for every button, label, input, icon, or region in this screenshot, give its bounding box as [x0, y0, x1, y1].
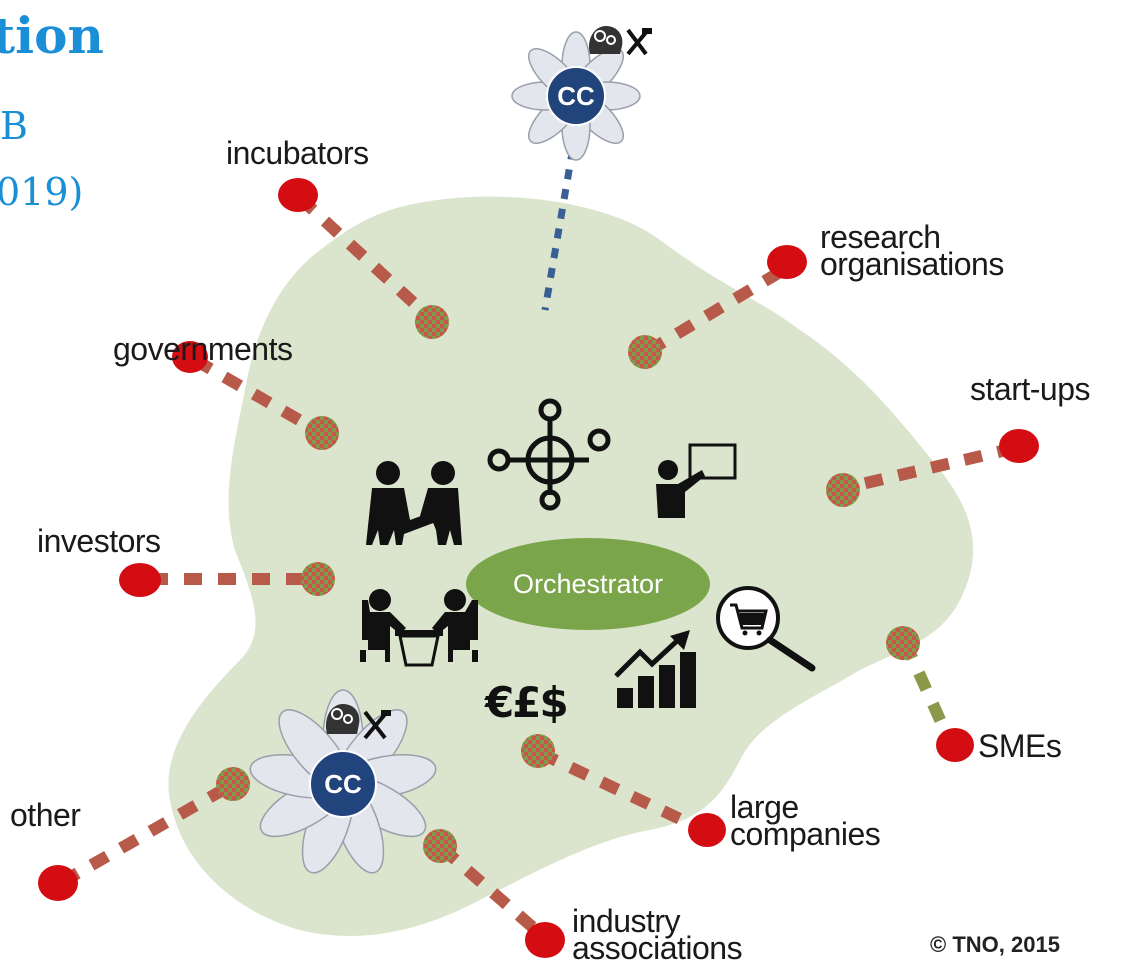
tools-icon: [626, 28, 652, 56]
tools-icon-bottom: [363, 710, 391, 740]
label-governments: governments: [113, 331, 293, 367]
node-incubators: [278, 178, 318, 212]
node-other: [38, 865, 78, 901]
line-large: [537, 747, 698, 832]
label-start-ups: start-ups: [970, 371, 1090, 407]
node-smes: [936, 728, 974, 762]
orchestrator-ellipse: [466, 538, 710, 630]
cc-flower-top: [511, 31, 641, 161]
label-investors: investors: [37, 523, 161, 559]
line-governments: [192, 354, 323, 438]
line-incubators: [295, 193, 435, 323]
growth-chart-icon: [614, 630, 696, 708]
slide-title-fragment: tion: [0, 6, 104, 65]
stakeholder-nodes: [38, 178, 1039, 958]
handshake-icon: [366, 461, 462, 545]
orchestrator-label: Orchestrator: [512, 568, 664, 599]
line-research: [646, 266, 784, 356]
node-large: [688, 813, 726, 847]
presenter-icon: [656, 443, 737, 518]
node-industry: [525, 922, 565, 958]
slide-year-fragment: 019): [0, 170, 84, 214]
expert-head-icon: [588, 26, 623, 54]
connection-lines: [59, 193, 1017, 943]
shopping-cart-search-icon: [716, 586, 816, 672]
copyright-notice: © TNO, 2015: [930, 932, 1060, 957]
node-research: [767, 245, 807, 279]
line-startups: [843, 442, 1017, 494]
meeting-table-icon: [360, 589, 478, 667]
cc-label-bottom: CC: [324, 768, 362, 799]
label-other: other: [10, 797, 81, 833]
cc-label-top: CC: [557, 80, 595, 111]
currency-icon: €£$: [485, 678, 569, 727]
node-investors: [119, 563, 161, 597]
node-startups: [999, 429, 1039, 463]
label-smes: SMEs: [978, 728, 1062, 764]
node-governments: [172, 341, 208, 373]
expert-head-icon-bottom: [325, 704, 360, 734]
line-industry: [438, 843, 549, 943]
inner-nodes: [216, 305, 920, 863]
slide-subtitle-fragment: B: [0, 104, 28, 148]
network-hub-icon: [487, 398, 611, 511]
label-incubators: incubators: [226, 135, 369, 171]
